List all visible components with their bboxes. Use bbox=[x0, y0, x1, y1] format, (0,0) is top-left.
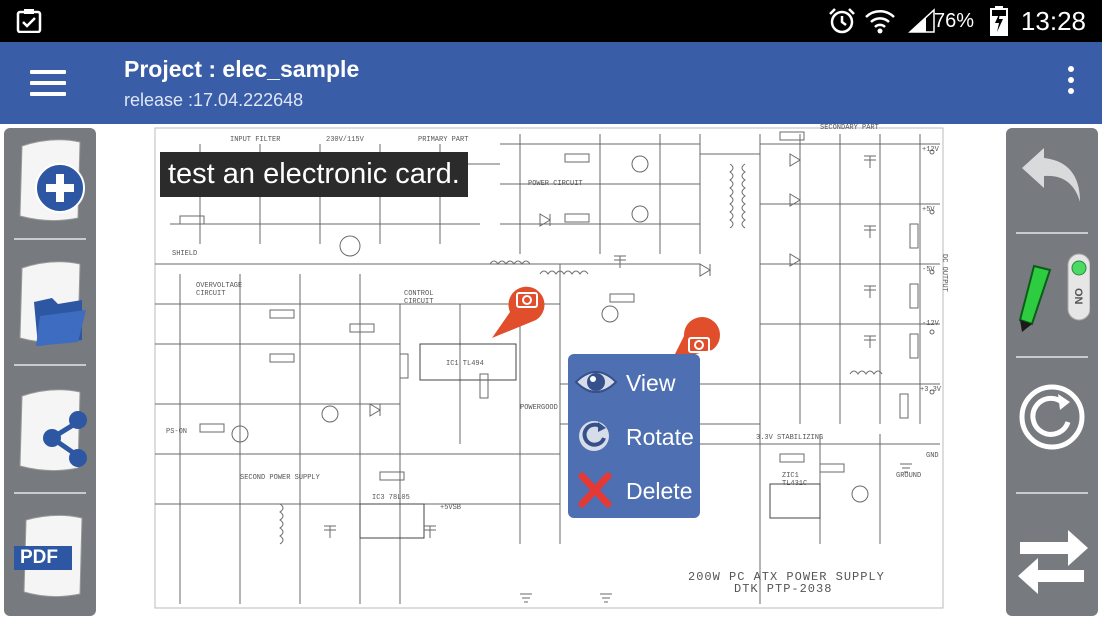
view-menu-item[interactable]: View bbox=[574, 358, 698, 406]
delete-label: Delete bbox=[626, 478, 693, 504]
schematic-label: GND bbox=[926, 452, 939, 460]
pdf-document-icon bbox=[14, 514, 83, 598]
schematic-label: 230V/115V bbox=[326, 136, 364, 144]
schematic-footer-title: 200W PC ATX POWER SUPPLY bbox=[688, 570, 885, 584]
menu-icon[interactable] bbox=[30, 70, 66, 96]
schematic-label: -12V bbox=[922, 320, 939, 328]
swap-button[interactable] bbox=[1014, 508, 1090, 604]
delete-x-icon bbox=[578, 472, 612, 508]
schematic-label: OVERVOLTAGE CIRCUIT bbox=[196, 282, 243, 298]
export-pdf-button[interactable]: PDF bbox=[12, 508, 88, 604]
schematic-label: +3.3V bbox=[920, 386, 942, 394]
share-button[interactable] bbox=[12, 382, 88, 478]
schematic-footer-model: DTK PTP-2038 bbox=[734, 582, 833, 596]
rotate-menu-item[interactable]: Rotate bbox=[574, 412, 698, 460]
left-toolbar: PDF bbox=[4, 128, 96, 616]
clock: 13:28 bbox=[1020, 6, 1086, 36]
schematic-label: IC1 TL494 bbox=[446, 360, 484, 368]
swap-arrows-icon bbox=[1018, 530, 1088, 594]
battery-percent: 76% bbox=[933, 10, 974, 32]
schematic-label: DC OUTPUT bbox=[940, 254, 948, 292]
pdf-label: PDF bbox=[20, 547, 58, 568]
schematic-canvas[interactable]: INPUT FILTER 230V/115V PRIMARY PART POWE… bbox=[0, 124, 1102, 620]
undo-arrow-icon bbox=[1022, 148, 1080, 202]
battery-charging-icon bbox=[990, 6, 1008, 36]
project-title: Project : elec_sample bbox=[124, 56, 360, 82]
schematic-label: INPUT FILTER bbox=[230, 136, 281, 144]
schematic-label: CONTROL CIRCUIT bbox=[404, 290, 434, 306]
schematic-label: -5V bbox=[922, 266, 935, 274]
delete-menu-item[interactable]: Delete bbox=[574, 466, 698, 514]
draw-mode-toggle[interactable]: ON bbox=[1014, 244, 1091, 340]
refresh-circle-icon bbox=[1019, 384, 1085, 450]
eye-icon bbox=[574, 371, 618, 393]
schematic-label: 3.3V STABILIZING bbox=[756, 434, 824, 442]
add-button[interactable] bbox=[12, 132, 88, 228]
project-release: release :17.04.222648 bbox=[124, 90, 304, 110]
context-menu: View Rotate Delete bbox=[568, 354, 700, 518]
rotate-label: Rotate bbox=[626, 424, 694, 450]
wifi-icon bbox=[865, 10, 895, 34]
camera-marker[interactable] bbox=[672, 317, 720, 360]
rotate-icon bbox=[579, 421, 609, 451]
schematic-label: ZIC1 TL431C bbox=[782, 472, 808, 488]
schematic-label: GROUND bbox=[896, 472, 922, 480]
schematic-label: IC3 78L05 bbox=[372, 494, 410, 502]
folder-icon bbox=[19, 261, 86, 346]
schematic-label: SHIELD bbox=[172, 250, 198, 258]
toggle-on-label: ON bbox=[1072, 288, 1084, 305]
share-icon bbox=[19, 389, 87, 472]
schematic-label: PS-ON bbox=[166, 428, 188, 436]
view-label: View bbox=[626, 370, 676, 396]
alarm-icon bbox=[829, 8, 855, 34]
refresh-button[interactable] bbox=[1014, 372, 1090, 468]
cell-signal-icon bbox=[908, 8, 935, 33]
schematic-drawing bbox=[154, 127, 944, 609]
schematic-label: POWERGOOD bbox=[520, 404, 558, 412]
right-toolbar: ON bbox=[1006, 128, 1098, 616]
status-bar: 76% 13:28 bbox=[0, 0, 1102, 42]
app-bar: Project : elec_sample release :17.04.222… bbox=[0, 42, 1102, 124]
add-page-icon bbox=[19, 139, 85, 222]
schematic-label: SECONDARY PART bbox=[820, 124, 879, 132]
schematic-label: +12V bbox=[922, 146, 939, 154]
schematic-label: SECOND POWER SUPPLY bbox=[240, 474, 320, 482]
schematic-label: POWER CIRCUIT bbox=[528, 180, 583, 188]
clipboard-check-icon bbox=[16, 9, 42, 33]
schematic-caption: test an electronic card. bbox=[160, 152, 468, 197]
camera-marker[interactable] bbox=[492, 286, 545, 338]
undo-button[interactable] bbox=[1014, 134, 1090, 230]
schematic-label: +5VSB bbox=[440, 504, 462, 512]
schematic-label: +5V bbox=[922, 206, 935, 214]
more-options-icon[interactable] bbox=[1066, 66, 1076, 100]
open-folder-button[interactable] bbox=[12, 254, 88, 350]
schematic-label: PRIMARY PART bbox=[418, 136, 469, 144]
